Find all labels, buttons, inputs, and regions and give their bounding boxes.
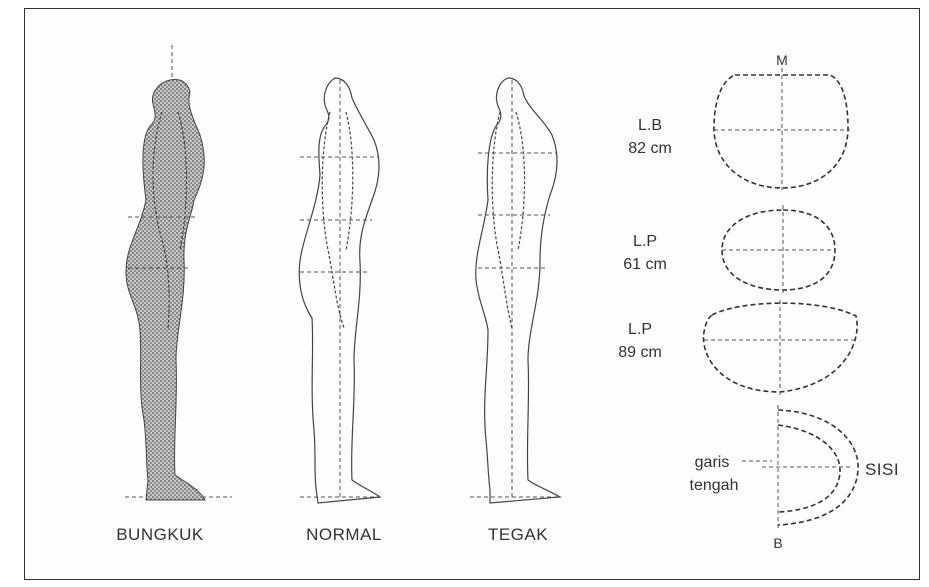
caption-tegak: TEGAK [488, 525, 548, 544]
side-label: SISI [865, 460, 899, 479]
section-waist-shape [722, 205, 836, 293]
figure-bungkuk [125, 45, 232, 500]
section-value-3: 89 cm [618, 344, 662, 361]
section-side-profile [742, 405, 858, 530]
marker-bottom: B [773, 535, 782, 551]
body-outline-tegak [476, 78, 560, 503]
section-value-2: 61 cm [623, 256, 667, 273]
section-bust-shape [714, 68, 850, 190]
body-silhouette-bungkuk [126, 80, 205, 501]
section-hip-shape [704, 300, 858, 395]
center-line-label-2: tengah [690, 477, 739, 494]
figure-tegak [470, 78, 560, 503]
caption-normal: NORMAL [306, 525, 382, 544]
caption-bungkuk: BUNGKUK [116, 525, 204, 544]
marker-top: M [776, 52, 788, 68]
section-code-3: L.P [628, 321, 652, 338]
center-line-label-1: garis [695, 454, 730, 471]
section-code-1: L.B [638, 117, 662, 134]
section-code-2: L.P [633, 233, 657, 250]
section-value-1: 82 cm [628, 140, 672, 157]
figure-normal [299, 78, 380, 503]
